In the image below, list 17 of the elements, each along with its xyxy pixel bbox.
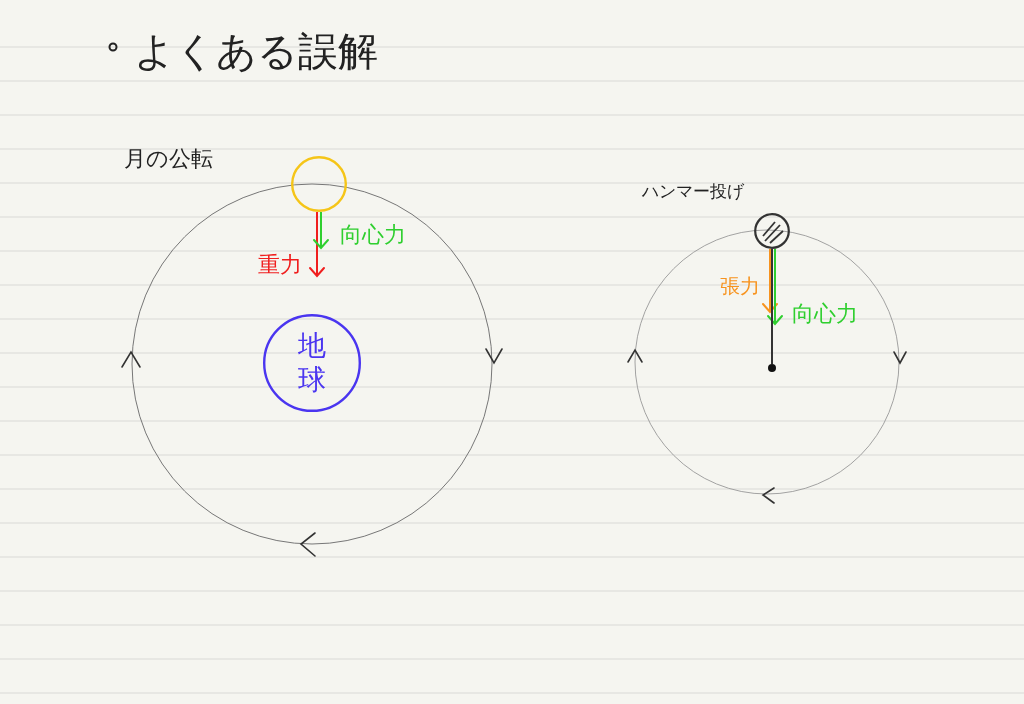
title: よくある誤解 <box>134 27 378 76</box>
wire-line <box>771 248 773 365</box>
pivot-dot <box>768 364 776 372</box>
arrow <box>762 247 778 313</box>
force-label: 向心力 <box>340 221 406 249</box>
force-label: 張力 <box>720 273 760 300</box>
force-label: 向心力 <box>792 300 858 328</box>
arrow <box>767 247 783 325</box>
hammer-ball <box>754 213 790 249</box>
heading-label: ハンマー投げ <box>642 180 744 203</box>
arrow <box>309 210 325 277</box>
arrow <box>313 210 329 249</box>
heading-label: 月の公転 <box>124 145 213 173</box>
moon-circle <box>291 156 347 212</box>
force-label: 重力 <box>258 251 302 279</box>
earth-circle <box>263 314 361 412</box>
earth-label: 地球 <box>297 329 327 397</box>
